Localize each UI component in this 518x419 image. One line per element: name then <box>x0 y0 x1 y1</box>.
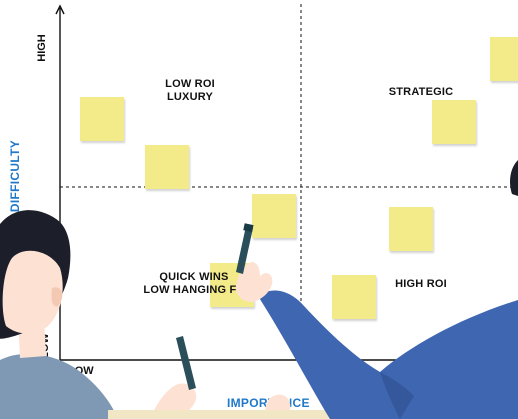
sticky-note <box>332 275 376 319</box>
quadrant-label-top-right: STRATEGIC <box>388 86 454 98</box>
sticky-note <box>252 194 296 238</box>
quadrant-label-bottom-right: HIGH ROI <box>395 278 447 290</box>
quadrant-label-top-left: LOW ROI LUXURY <box>147 78 233 104</box>
quadrant-label-line: QUICK WINS <box>159 271 229 283</box>
sticky-note <box>80 97 124 141</box>
quadrant-label-bottom-left: QUICK WINS LOW HANGING FR <box>128 271 260 297</box>
quadrant-label-line: LOW HANGING FR <box>143 284 245 296</box>
sticky-note <box>389 207 433 251</box>
sticky-note <box>490 37 518 81</box>
quadrant-label-line: LOW ROI <box>165 78 215 90</box>
sticky-note <box>432 100 476 144</box>
sticky-note <box>145 145 189 189</box>
quadrant-label-line: LUXURY <box>166 91 214 103</box>
